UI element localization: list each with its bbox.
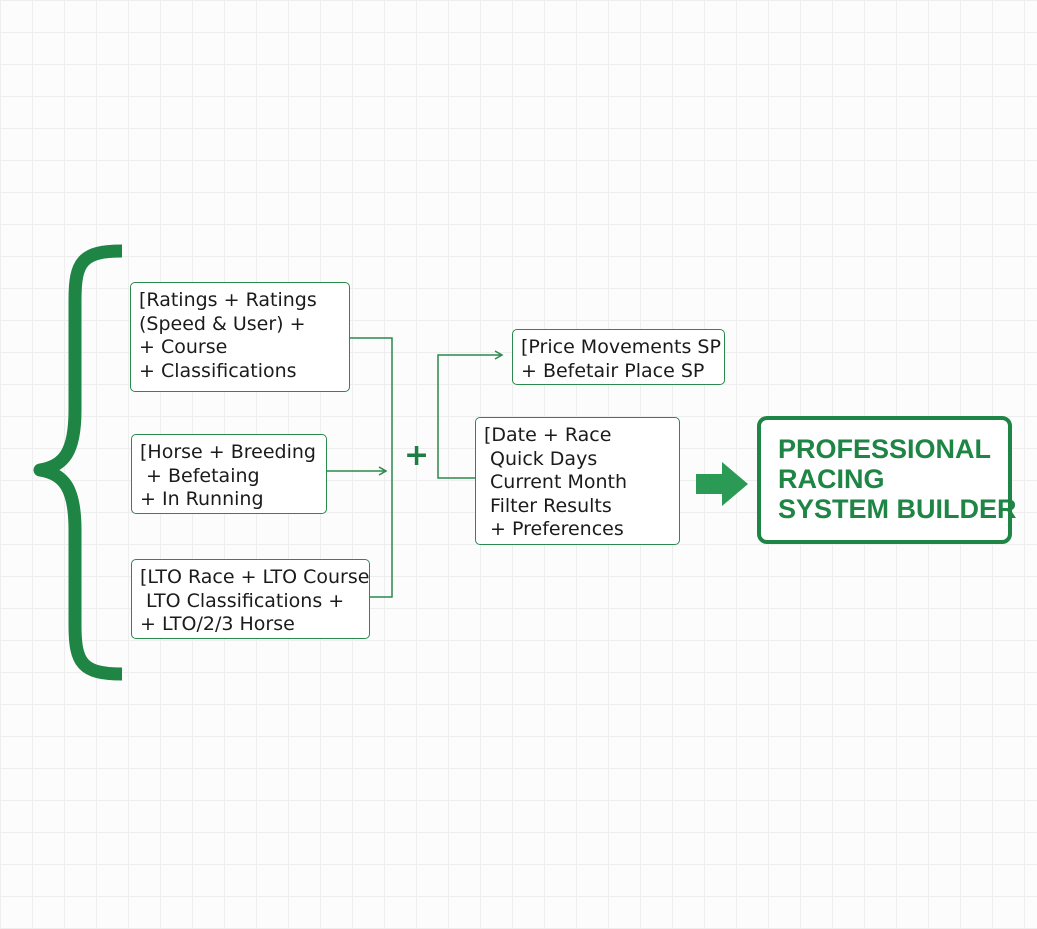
horse-line: + In Running [140,488,264,510]
left-curly-brace-icon [33,244,123,681]
lto-box: [LTO Race + LTO Course LTO Classificatio… [131,559,370,639]
ratings-box: [Ratings + Ratings (Speed & User) + + Co… [130,282,350,392]
plus-icon: + [404,438,430,473]
lto-line: + LTO/2/3 Horse [140,613,295,635]
price-box: [Price Movements SP + Befetair Place SP [512,329,725,385]
date-line: [Date + Race [484,424,612,446]
date-line: Filter Results [484,494,612,517]
date-line: + Preferences [484,518,624,540]
horse-line: [Horse + Breeding [140,441,316,463]
ratings-line: [Ratings + Ratings [139,289,317,311]
ratings-line: + Course [139,336,228,358]
connector-to-price [437,350,504,479]
ratings-line: + Classifications [139,359,297,382]
result-box: PROFESSIONAL RACING SYSTEM BUILDER [757,416,1017,544]
result-line: PROFESSIONAL [778,434,992,464]
date-box: [Date + Race Quick Days Current Month Fi… [475,417,680,545]
price-line: [Price Movements SP [521,336,721,358]
ratings-line: (Speed & User) + [139,312,306,335]
horse-box: [Horse + Breeding + Befetaing + In Runni… [131,434,327,514]
lto-line: LTO Classifications + [140,589,345,612]
lto-line: [LTO Race + LTO Course [140,566,370,588]
connector-ratings [349,337,393,598]
result-line: SYSTEM BUILDER [778,494,1017,524]
horse-line: + Befetaing [140,464,260,487]
price-line: + Befetair Place SP [521,359,705,382]
right-arrow-icon [696,462,748,506]
date-line: Quick Days [484,447,598,470]
result-line: RACING [778,464,885,494]
date-line: Current Month [484,471,627,493]
